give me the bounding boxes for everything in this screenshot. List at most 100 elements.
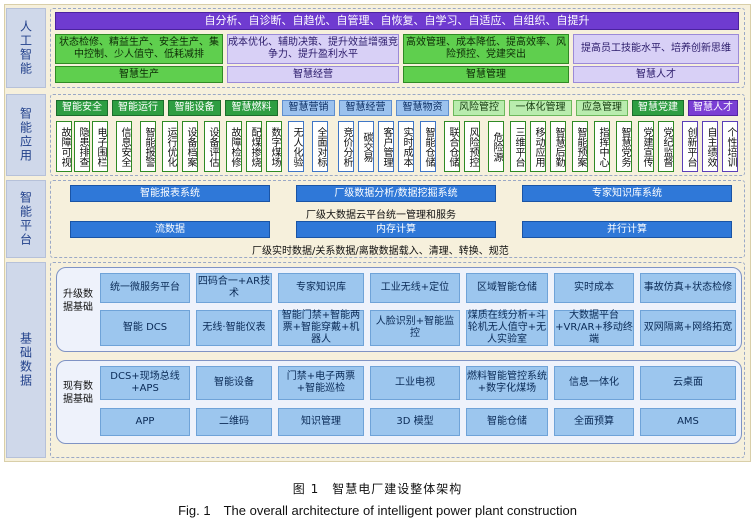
ai-section: 人工智能 自分析、自诊断、自趋优、自管理、自恢复、自学习、自适应、自组织、自提升…: [6, 8, 745, 88]
app-cell: 智慧后勤: [550, 121, 566, 172]
app-cell: 全面对标: [312, 121, 328, 172]
platform-cloud-text: 厂级大数据云平台统一管理和服务: [306, 210, 456, 221]
ai-goal-talent-name: 智慧人才: [573, 66, 739, 83]
app-header-marketing: 智慧营销: [282, 100, 335, 116]
figure-caption-cn: 图 1 智慧电厂建设整体架构: [292, 482, 463, 496]
existing-item: APP: [100, 408, 190, 436]
upgrade-item: 人脸识别+智能监控: [370, 310, 460, 346]
ai-section-body: 自分析、自诊断、自趋优、自管理、自恢复、自学习、自适应、自组织、自提升 状态检修…: [50, 8, 745, 88]
ai-goal-operation-name: 智慧经营: [227, 66, 399, 83]
app-cell: 党建宣传: [638, 121, 654, 172]
app-section-label: 智能应用: [6, 94, 46, 176]
app-cell: 碳交易: [358, 121, 374, 172]
platform-parallel-compute: 并行计算: [522, 221, 732, 238]
ai-goal-management-text: 高效管理、成本降低、提高效率、风险预控、党建突出: [403, 34, 569, 64]
existing-item: 全面预算: [554, 408, 634, 436]
app-cell: 信息安全: [116, 121, 132, 172]
app-cell: 智能预案: [572, 121, 588, 172]
app-cell: 竞价分析: [338, 121, 354, 172]
upgrade-item: 专家知识库: [278, 273, 364, 303]
ai-section-label: 人工智能: [6, 8, 46, 88]
app-section-body: [50, 94, 745, 176]
upgrade-item: 四码合一+AR技术: [196, 273, 272, 303]
platform-data-mining-system: 厂级数据分析/数据挖掘系统: [296, 185, 496, 202]
app-cell: 危险源: [488, 121, 504, 172]
ai-goal-management-name: 智慧管理: [403, 66, 569, 83]
upgrade-item: 智能 DCS: [100, 310, 190, 346]
upgrade-item: 事故仿真+状态检修: [640, 273, 736, 303]
existing-item: 智能仓储: [466, 408, 548, 436]
app-header-equipment: 智能设备: [168, 100, 221, 116]
app-header-materials: 智慧物资: [396, 100, 449, 116]
app-cell: 移动应用: [530, 121, 546, 172]
app-header-fuel: 智慧燃料: [225, 100, 278, 116]
app-cell: 指挥中心: [594, 121, 610, 172]
app-cell: 设备评估: [204, 121, 220, 172]
upgrade-item: 实时成本: [554, 273, 634, 303]
app-cell: 电子围栏: [92, 121, 108, 172]
app-cell: 实时成本: [398, 121, 414, 172]
existing-item: 云桌面: [640, 366, 736, 400]
existing-item: 燃料智能管控系统+数字化煤场: [466, 366, 548, 400]
platform-section: 智能平台: [6, 180, 745, 258]
app-header-business: 智慧经营: [339, 100, 392, 116]
existing-item: 工业电视: [370, 366, 460, 400]
app-header-party: 智慧党建: [632, 100, 684, 116]
app-cell: 党纪监督: [658, 121, 674, 172]
existing-item: DCS+现场总线+APS: [100, 366, 190, 400]
upgrade-item: 煤质在线分析+斗轮机无人值守+无人实验室: [466, 310, 548, 346]
app-cell: 风险预控: [464, 121, 480, 172]
app-header-talent: 智慧人才: [688, 100, 738, 116]
ai-goal-talent-text: 提高员工技能水平、培养创新思维: [573, 34, 739, 64]
app-cell: 个性培训: [722, 121, 738, 172]
platform-stream-data: 流数据: [70, 221, 270, 238]
app-header-risk: 风险管控: [453, 100, 505, 116]
existing-item: 二维码: [196, 408, 272, 436]
ai-goal-production-name: 智慧生产: [55, 66, 223, 83]
existing-item: 信息一体化: [554, 366, 634, 400]
ai-goal-operation-text: 成本优化、辅助决策、提升效益增强竞争力、提升盈利水平: [227, 34, 399, 64]
app-cell: 无人化验: [288, 121, 304, 172]
app-cell: 隐患排查: [74, 121, 90, 172]
app-cell: 故障检修: [226, 121, 242, 172]
existing-item: 门禁+电子两票+智能巡检: [278, 366, 364, 400]
existing-data-label: 现有数据基础: [63, 381, 93, 405]
existing-item: 智能设备: [196, 366, 272, 400]
app-cell: 故障可视: [56, 121, 72, 172]
platform-in-memory-compute: 内存计算: [296, 221, 496, 238]
basic-section: 基础数据: [6, 262, 745, 458]
platform-data-pipeline-text: 厂级实时数据/关系数据/离散数据载入、清理、转换、规范: [252, 246, 509, 257]
app-cell: 设备档案: [182, 121, 198, 172]
platform-report-system: 智能报表系统: [70, 185, 270, 202]
app-cell: 客户管理: [378, 121, 394, 172]
app-cell: 智慧党务: [616, 121, 632, 172]
figure-caption-en: Fig. 1 The overall architecture of intel…: [178, 503, 577, 518]
upgrade-item: 统一微服务平台: [100, 273, 190, 303]
ai-goal-production-text: 状态检修、精益生产、安全生产、集中控制、少人值守、低耗减排: [55, 34, 223, 64]
app-header-safety: 智能安全: [56, 100, 108, 116]
upgrade-item: 双网隔离+网络拓宽: [640, 310, 736, 346]
app-cell: 智能仓储: [420, 121, 436, 172]
app-cell: 智能报警: [140, 121, 156, 172]
basic-section-label: 基础数据: [6, 262, 46, 458]
upgrade-data-label: 升级数据基础: [63, 289, 93, 313]
platform-section-body: [50, 180, 745, 258]
upgrade-item: 智能门禁+智能两票+智能穿戴+机器人: [278, 310, 364, 346]
app-cell: 配煤掺烧: [246, 121, 262, 172]
app-cell: 创新平台: [682, 121, 698, 172]
upgrade-item: 区域智能仓储: [466, 273, 548, 303]
upgrade-item: 无线·智能仪表: [196, 310, 272, 346]
app-cell: 联合仓储: [444, 121, 460, 172]
app-header-emergency: 应急管理: [576, 100, 628, 116]
basic-section-body: [50, 262, 745, 458]
existing-item: 知识管理: [278, 408, 364, 436]
app-header-integration: 一体化管理: [509, 100, 572, 116]
platform-section-label: 智能平台: [6, 180, 46, 258]
app-cell: 三维平台: [510, 121, 526, 172]
existing-item: AMS: [640, 408, 736, 436]
app-section: 智能应用: [6, 94, 745, 176]
app-cell: 数字煤场: [266, 121, 282, 172]
app-cell: 自主绩效: [702, 121, 718, 172]
ai-capability-bar: 自分析、自诊断、自趋优、自管理、自恢复、自学习、自适应、自组织、自提升: [55, 12, 739, 30]
upgrade-item: 大数据平台+VR/AR+移动终端: [554, 310, 634, 346]
